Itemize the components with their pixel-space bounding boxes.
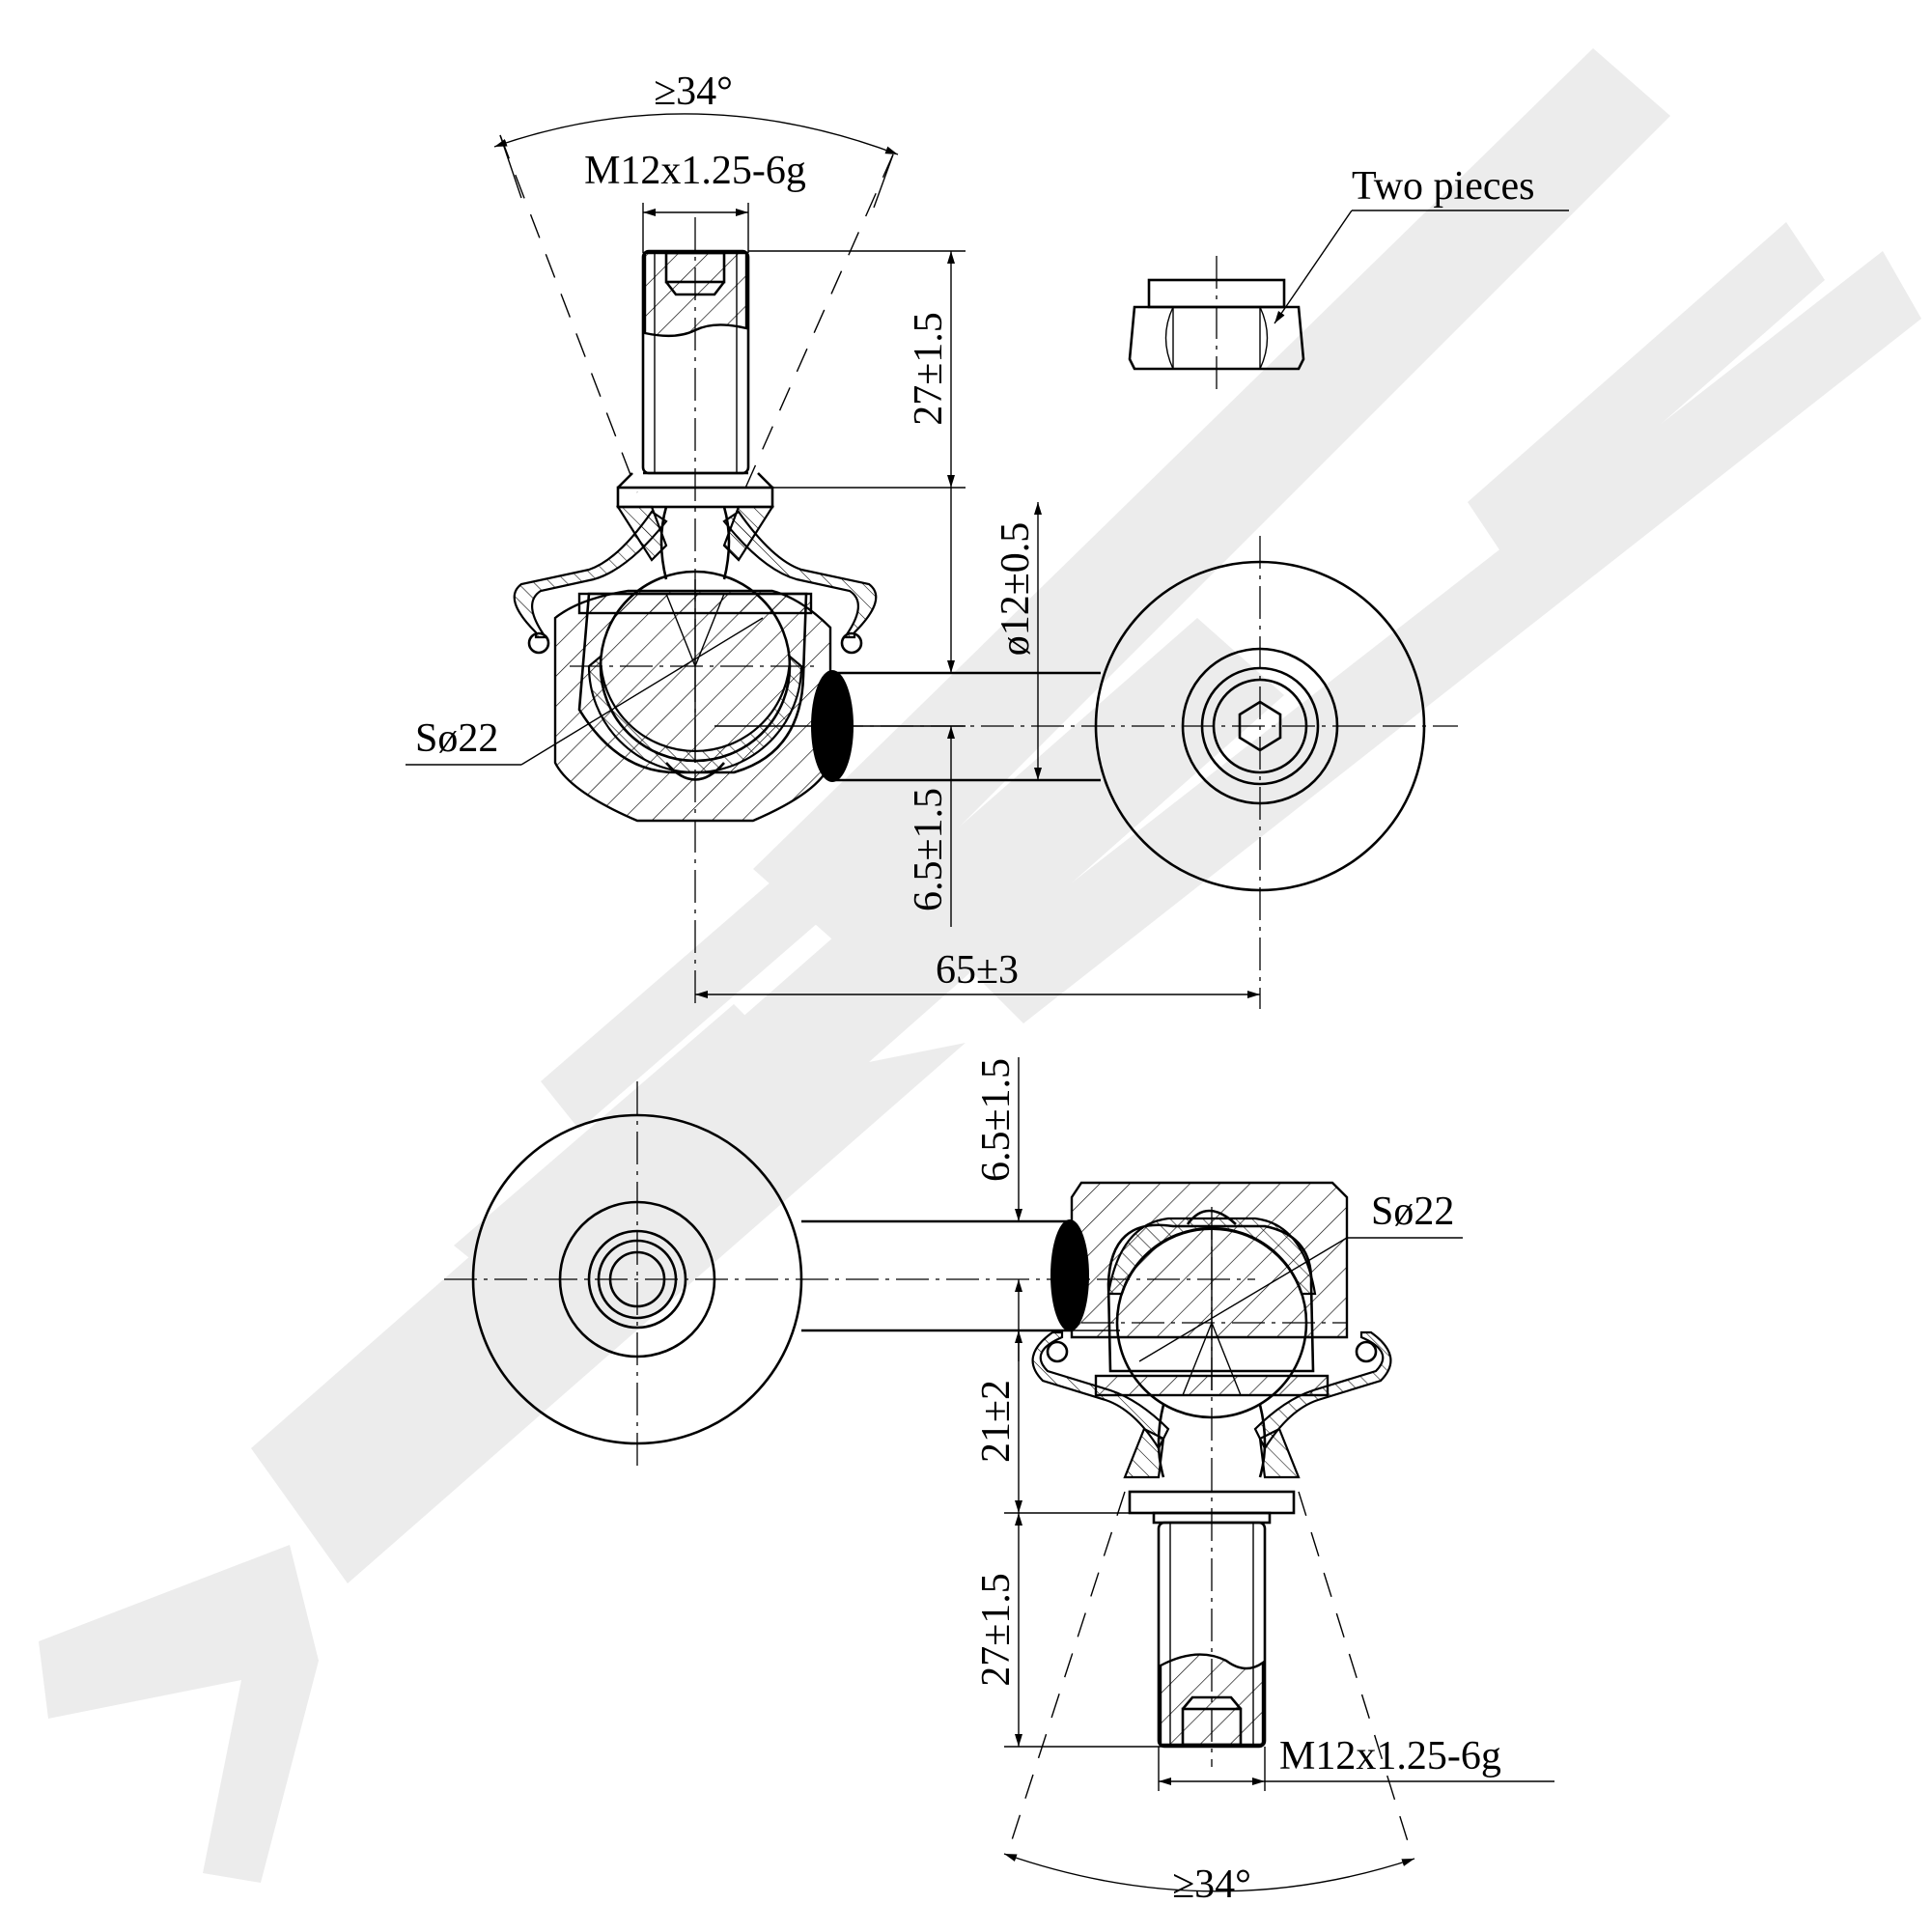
offset-label-bottom: 6.5±1.5 [974,1058,1019,1182]
nut: Two pieces [1128,164,1569,396]
top-view: ≥34° M12x1.25-6g [406,70,1458,1009]
stud-length-label-bottom: 27±1.5 [974,1573,1019,1687]
cone-line-left [499,134,638,493]
angle-arc-top [493,113,899,155]
angle-arc-bottom [1003,1853,1415,1892]
housing-top [553,570,832,823]
cone-line-left-bottom [1008,1491,1126,1850]
center-distance-label: 65±3 [936,948,1019,993]
nut-label: Two pieces [1352,164,1535,209]
boot-bottom [1031,1330,1392,1479]
thread-label-top: M12x1.25-6g [584,149,806,193]
bottom-view: Sø22 6.5±1.5 21±2 27±1.5 M12x1.25-6g ≥34… [444,1057,1554,1907]
boot-top [513,505,878,655]
cone-line-right [742,154,894,493]
stud-length-label-top: 27±1.5 [907,312,951,426]
thread-label-bottom: M12x1.25-6g [1279,1734,1501,1778]
housing-bottom [1070,1181,1349,1419]
watermark-logo [39,48,1921,1883]
eye-end-bottom [444,1081,1255,1468]
ball-label-top: Sø22 [415,716,498,761]
angle-label-bottom: ≥34° [1172,1862,1251,1907]
rod-diameter-label: ø12±0.5 [994,522,1038,657]
angle-label-top: ≥34° [654,70,733,114]
cone-line-right-bottom [1298,1491,1413,1855]
ball-neck-top [659,506,731,580]
offset-label-top: 6.5±1.5 [907,788,951,911]
height-label-bottom: 21±2 [974,1380,1019,1463]
link-rod-bottom [801,1219,1089,1332]
ball-label-bottom: Sø22 [1371,1190,1454,1234]
